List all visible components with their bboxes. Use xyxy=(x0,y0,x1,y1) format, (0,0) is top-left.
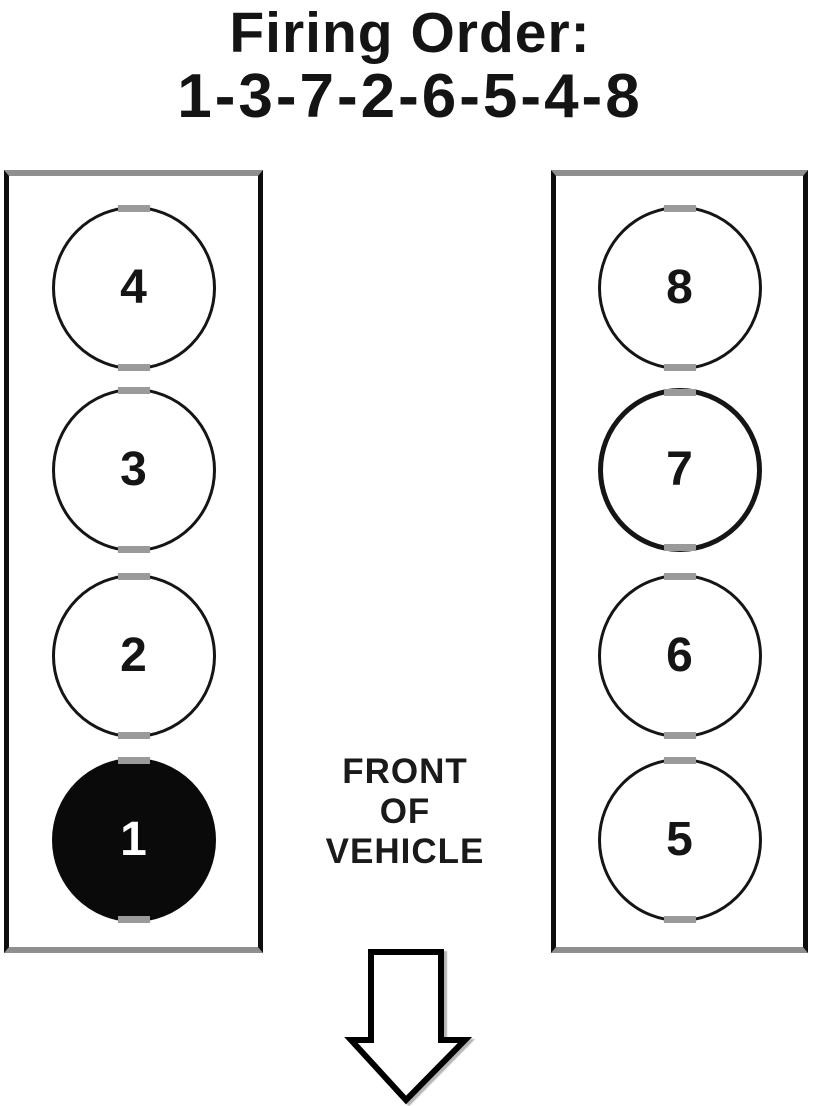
cylinder-8-number: 8 xyxy=(666,261,693,314)
cylinder-4-number: 4 xyxy=(120,261,147,314)
cylinder-5: 5 xyxy=(597,758,762,922)
cylinder-2: 2 xyxy=(51,574,216,738)
firing-order-sequence: 1-3-7-2-6-5-4-8 xyxy=(177,62,643,131)
cylinder-6: 6 xyxy=(597,574,762,738)
cylinder-5-number: 5 xyxy=(666,813,693,866)
cylinder-3-number: 3 xyxy=(120,443,147,496)
front-of-vehicle-label: FRONT OF VEHICLE xyxy=(280,752,530,872)
front-direction-arrow-icon xyxy=(344,949,473,1105)
front-label-line2: OF xyxy=(379,792,431,831)
cylinder-8: 8 xyxy=(597,206,762,370)
cylinder-1-number: 1 xyxy=(120,813,147,866)
front-label-line3: VEHICLE xyxy=(325,832,485,871)
cylinder-4: 4 xyxy=(51,206,216,370)
cylinder-3: 3 xyxy=(51,388,216,552)
front-label-line1: FRONT xyxy=(342,752,468,791)
cylinder-2-number: 2 xyxy=(120,629,147,682)
cylinder-bank-right: 8 7 6 5 xyxy=(551,170,808,953)
title-text: Firing Order: xyxy=(229,1,591,65)
cylinder-1: 1 xyxy=(51,758,216,922)
cylinder-7-number: 7 xyxy=(666,443,693,496)
cylinder-7: 7 xyxy=(597,388,762,552)
cylinder-bank-left: 4 3 2 1 xyxy=(4,170,263,953)
page-title: Firing Order: 1-3-7-2-6-5-4-8 xyxy=(0,0,820,128)
cylinder-6-number: 6 xyxy=(666,629,693,682)
